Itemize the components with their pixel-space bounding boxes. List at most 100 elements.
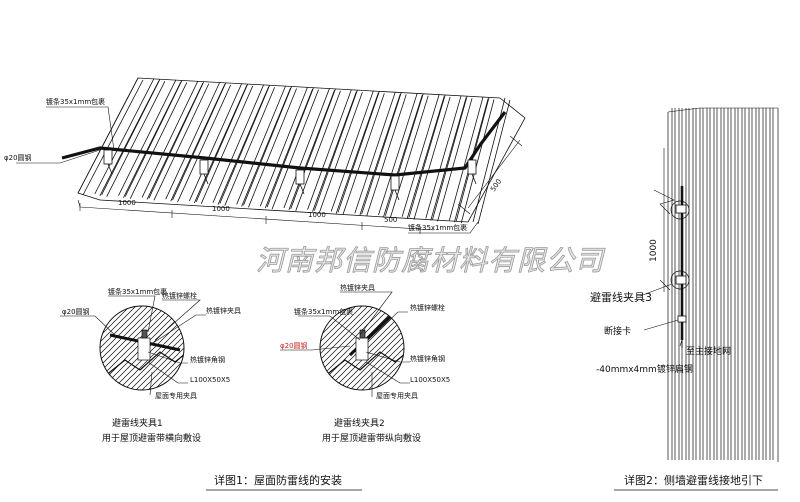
d1-label-clip: 热镀锌夹具 xyxy=(206,306,241,315)
roof-rib-edge xyxy=(146,82,204,200)
roof-rib-edge xyxy=(312,91,357,212)
detail-hatch-line xyxy=(328,306,404,390)
d2-label-bar: 镀条35x1mm包裹 xyxy=(294,307,353,316)
roof-rib xyxy=(401,94,440,217)
roof-rib-edge xyxy=(437,98,473,222)
roof-rib xyxy=(384,93,424,216)
detail-hatch-line xyxy=(114,306,184,390)
roof-rib-edge xyxy=(413,96,451,220)
detail-hatch-line xyxy=(370,306,404,390)
roof-rib xyxy=(361,92,402,215)
roof-rib-edge xyxy=(342,93,385,215)
detail-hatch-line xyxy=(100,306,158,390)
company-watermark: 河南邦信防腐材料有限公司 xyxy=(256,244,606,277)
roof-rib xyxy=(188,83,243,202)
roof-rib-edge xyxy=(271,89,319,210)
roof-outline xyxy=(77,77,526,223)
roof-rib-edge xyxy=(264,88,313,209)
wall-panel xyxy=(667,107,779,462)
wall-label-clip: 避雷线夹具3 xyxy=(590,290,652,304)
roof-rib xyxy=(124,80,183,197)
roof-dim-4: 500 xyxy=(384,216,397,224)
detail2-view xyxy=(319,305,405,391)
d1-label-bolt: 热镀锌螺栓 xyxy=(162,291,197,300)
roof-support-leg xyxy=(203,173,209,185)
d2-title: 避雷线夹具2 xyxy=(334,417,385,429)
d2-label-angle-size: L100X50X5 xyxy=(410,376,450,384)
d2-label-angle: 热镀锌角钢 xyxy=(410,354,445,363)
roof-rib-edge xyxy=(430,97,467,221)
roof-rib xyxy=(330,90,374,212)
d1-label-bar: 镀条35x1mm包裹 xyxy=(108,287,167,296)
detail-hatch-line xyxy=(100,306,170,390)
roof-rib-edge xyxy=(477,99,511,225)
roof-dim-1: 1000 xyxy=(118,199,136,207)
roof-rib xyxy=(337,91,380,213)
detail-hatch-line xyxy=(108,306,184,390)
wall-label-to-grid: 至主接地网 xyxy=(686,345,731,357)
d2-label-roof-clip: 屋面专用夹具 xyxy=(376,391,418,400)
roof-rib xyxy=(141,80,199,198)
roof-rib-edge xyxy=(295,90,341,211)
roof-rib-edge xyxy=(288,90,335,211)
roof-support-clamp xyxy=(390,175,400,191)
roof-rib xyxy=(148,81,205,199)
detail-hatch-line xyxy=(144,306,184,390)
wall-label-flat-steel: -40mmx4mm镀锌扁钢 xyxy=(596,363,693,375)
roof-rib-edge xyxy=(193,85,248,204)
roof-support-leg xyxy=(107,163,113,175)
roof-rib xyxy=(448,96,484,221)
d2-label-bolt: 热镀锌螺栓 xyxy=(410,303,445,312)
roof-rib-edge xyxy=(359,93,401,216)
roof-support-clamp xyxy=(103,149,113,165)
roof-rib-edge xyxy=(383,95,423,218)
roof-rib xyxy=(212,84,265,203)
roof-support-clamp xyxy=(199,159,209,175)
detail1-leaders xyxy=(60,295,206,396)
roof-support-leg xyxy=(471,173,477,185)
detail-hatch-line xyxy=(150,306,184,390)
detail-hatch-line xyxy=(100,306,146,390)
d1-label-roof-clip: 屋面专用夹具 xyxy=(155,391,197,400)
roof-rib-edge xyxy=(82,79,144,196)
roof-ribs xyxy=(77,77,511,225)
detail-hatch-line xyxy=(320,306,390,390)
roof-support-leg xyxy=(299,183,305,195)
wall-conductor xyxy=(670,186,690,348)
roof-support-clamp xyxy=(467,159,477,175)
detail-hatch-line xyxy=(358,306,404,390)
detail-hatch-line xyxy=(334,306,404,390)
roof-supports xyxy=(103,149,477,201)
roof-rib xyxy=(236,85,286,205)
roof-rib xyxy=(307,89,352,210)
roof-rib xyxy=(290,88,336,209)
roof-rib-edge xyxy=(335,92,379,214)
detail-hatch-line xyxy=(132,306,184,390)
roof-lightning-rod xyxy=(61,111,507,201)
roof-rib-edge xyxy=(389,95,429,218)
roof-rib xyxy=(313,89,358,211)
detail-hatch-line xyxy=(100,306,134,390)
roof-rib xyxy=(94,78,155,195)
caption-right: 详图2：侧墙避雷线接地引下 xyxy=(624,473,763,487)
roof-rib-edge xyxy=(123,81,182,198)
detail-hatch-line xyxy=(100,306,152,390)
roof-rib-edge xyxy=(460,99,495,224)
roof-rib xyxy=(172,82,227,201)
roof-rib-edge xyxy=(224,87,276,206)
roof-rib xyxy=(432,96,468,220)
detail-hatch-line xyxy=(320,306,366,390)
detail-hatch-line xyxy=(320,306,354,390)
roof-rib xyxy=(408,94,446,218)
roof-rib xyxy=(266,87,314,208)
roof-support-leg xyxy=(394,189,400,201)
roof-rib-edge xyxy=(153,83,210,201)
roof-rib xyxy=(118,79,177,196)
d2-label-round-steel: φ20圆钢 xyxy=(280,341,308,350)
roof-dim-3: 1000 xyxy=(308,211,326,219)
detail-hatch-line xyxy=(352,306,404,390)
roof-rib xyxy=(165,82,221,200)
roof-rib xyxy=(219,85,271,204)
roof-rib-edge xyxy=(170,84,226,202)
d1-label-angle-size: L100X50X5 xyxy=(190,376,230,384)
